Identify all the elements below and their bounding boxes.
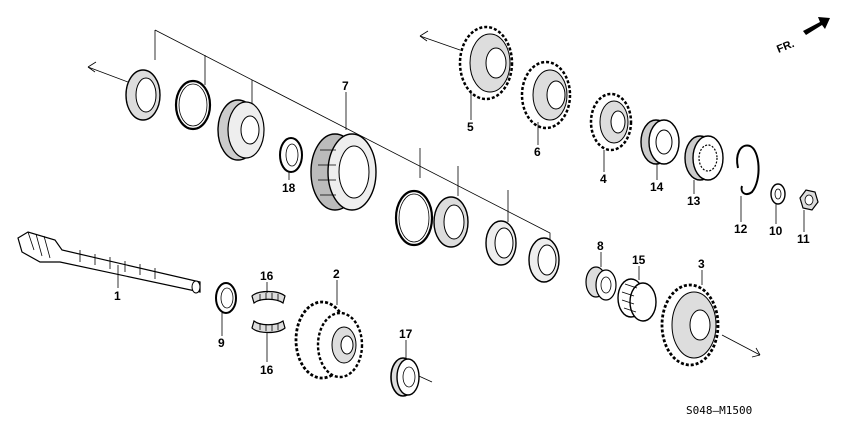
snap-ring-part: [394, 189, 434, 247]
callout-4: 4: [600, 172, 607, 186]
front-direction-label: FR.: [775, 38, 796, 56]
spring-washer-part-10: [770, 183, 786, 205]
leader-lines: [117, 90, 805, 362]
synchro-cone-part: [485, 220, 517, 266]
needle-bearing-half-part-16: [251, 319, 286, 334]
callout-10: 10: [769, 224, 783, 238]
front-direction-arrow-icon: [803, 17, 830, 35]
needle-bearing-part-15: [617, 278, 657, 322]
snap-ring-part: [174, 79, 212, 131]
callout-6: 6: [534, 145, 541, 159]
thrust-washer-part-9: [215, 282, 237, 314]
ball-bearing-part-13: [684, 135, 724, 181]
callout-1: 1: [114, 289, 121, 303]
callout-16-lower: 16: [260, 363, 274, 377]
ball-bearing-part-14: [640, 119, 680, 165]
callout-12: 12: [734, 222, 748, 236]
callout-9: 9: [218, 336, 225, 350]
callout-13: 13: [687, 194, 701, 208]
gear-part-4: [589, 92, 633, 152]
diagram-code: S048–M1500: [686, 404, 752, 417]
callout-5: 5: [467, 120, 474, 134]
snap-ring-part-12: [736, 144, 760, 196]
callout-2: 2: [333, 267, 340, 281]
callout-17: 17: [399, 327, 413, 341]
locknut-part-11: [799, 189, 819, 211]
gear-part-5: [458, 25, 514, 101]
synchro-hub-part: [217, 99, 265, 161]
gear-part-3: [660, 283, 720, 367]
mainshaft-part: [17, 231, 201, 294]
thrust-washer-part-17: [390, 357, 420, 397]
needle-bearing-half-part-16: [251, 290, 286, 305]
callout-16-upper: 16: [260, 269, 274, 283]
synchro-cone-part: [528, 237, 560, 283]
thrust-washer-part: [279, 137, 303, 173]
callout-11: 11: [797, 232, 810, 246]
gear-part-6: [520, 60, 572, 130]
synchro-ring-part: [433, 196, 469, 248]
callout-3: 3: [698, 257, 705, 271]
part-callouts: 1 2 3 4 5 6 7 8 9 10 11 12 13 14 15 16 1…: [114, 79, 810, 377]
gear-part-2: [294, 300, 364, 380]
callout-15: 15: [632, 253, 646, 267]
synchro-sleeve-part: [310, 133, 377, 211]
synchro-ring-part: [125, 69, 161, 121]
distance-collar-part-8: [585, 266, 617, 301]
callout-8: 8: [597, 239, 604, 253]
callout-14: 14: [650, 180, 664, 194]
callout-7: 7: [342, 79, 349, 93]
callout-18: 18: [282, 181, 296, 195]
